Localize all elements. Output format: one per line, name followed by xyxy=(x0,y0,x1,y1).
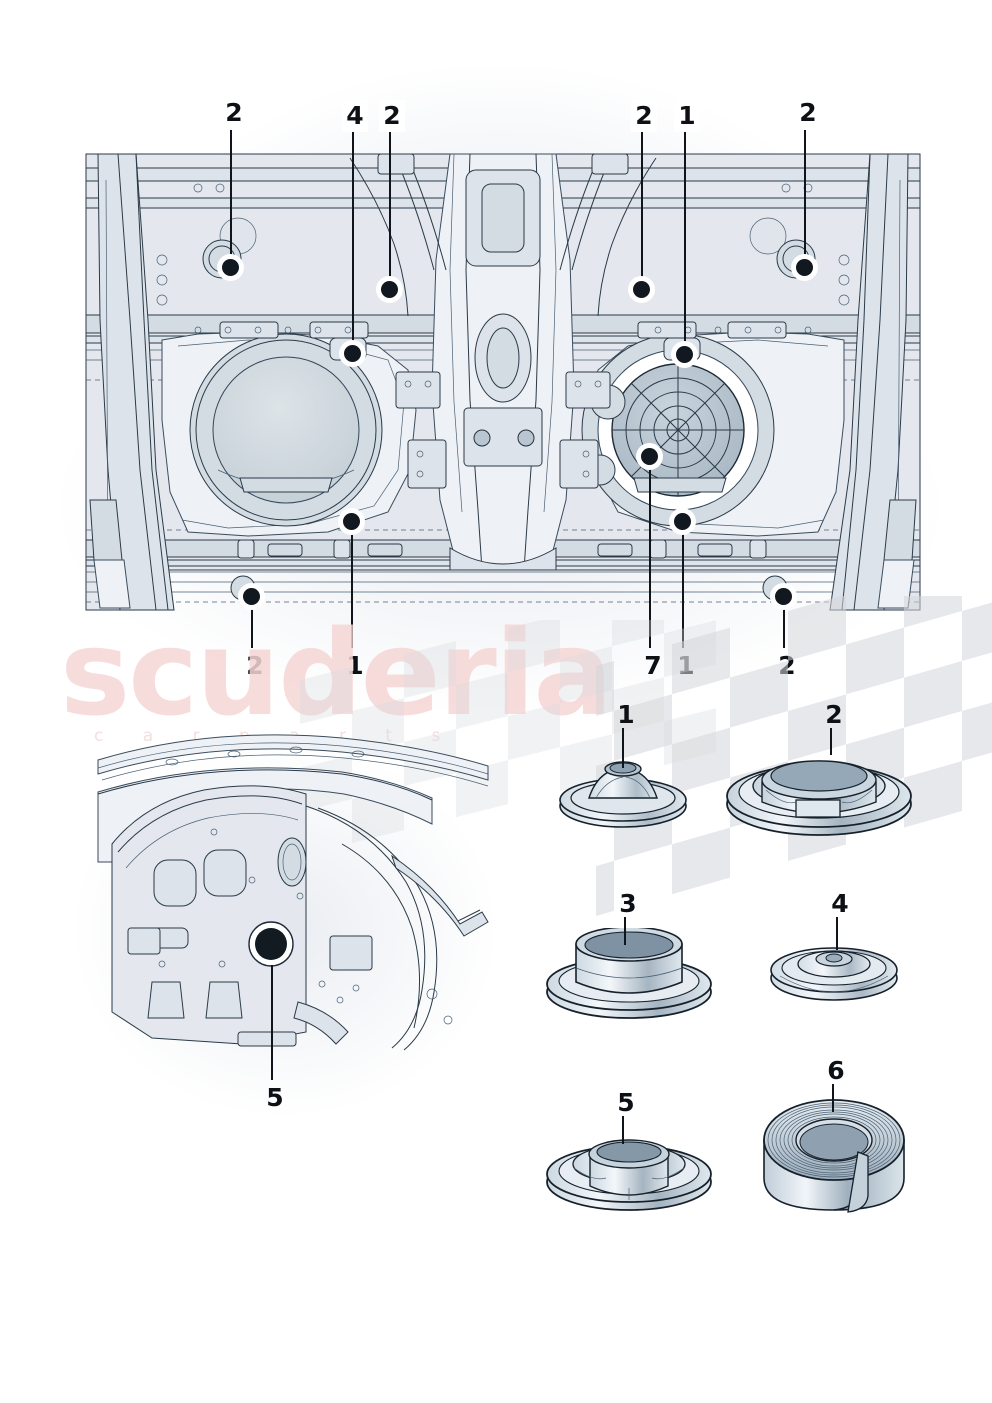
legend-leader-5 xyxy=(622,1116,624,1144)
underbody-floor-pan-illustration xyxy=(85,153,921,611)
callout-marker-bot-1 xyxy=(243,588,260,605)
callout-label-bot-1: 2 xyxy=(246,651,264,680)
callout-leader-top-3 xyxy=(389,130,391,288)
callout-leader-top-5 xyxy=(684,130,686,353)
callout-leader-bot-1 xyxy=(251,593,253,648)
callout-label-bot-5: 2 xyxy=(778,651,796,680)
callout-marker-top-5 xyxy=(676,346,693,363)
callout-leader-top-6 xyxy=(804,130,806,267)
wheel-arch-detail-illustration xyxy=(97,734,489,1051)
right-floor-grille xyxy=(581,333,775,527)
legend-label-3: 3 xyxy=(619,889,637,918)
legend-leader-2 xyxy=(830,728,832,755)
callout-marker-top-3 xyxy=(381,281,398,298)
legend-label-6: 6 xyxy=(827,1056,845,1085)
left-floor-recess xyxy=(189,333,383,527)
callout-marker-bot-4 xyxy=(674,513,691,530)
part-3-grommet-collar-tall xyxy=(546,928,712,1019)
detail-grommet-hole xyxy=(248,921,294,967)
callout-label-top-5: 1 xyxy=(674,100,700,132)
callout-leader-top-2 xyxy=(352,130,354,352)
callout-label-top-2: 4 xyxy=(342,100,368,132)
part-5-grommet-flanged-bush xyxy=(546,1139,712,1211)
callout-label-bot-2: 1 xyxy=(346,651,364,680)
part-2-sealing-plug-large-ring xyxy=(726,760,912,836)
detail-callout-leader xyxy=(271,965,273,1080)
legend-label-2: 2 xyxy=(825,700,843,729)
part-1-sealing-plug-domed xyxy=(559,761,687,828)
callout-label-top-4: 2 xyxy=(631,100,657,132)
legend-label-5: 5 xyxy=(617,1088,635,1117)
callout-label-bot-4: 1 xyxy=(677,651,695,680)
callout-marker-bot-2 xyxy=(343,513,360,530)
callout-leader-top-1 xyxy=(230,130,232,267)
callout-leader-bot-2 xyxy=(351,521,353,648)
detail-callout-label: 5 xyxy=(266,1083,284,1112)
callout-marker-top-6 xyxy=(796,259,813,276)
callout-label-bot-3: 7 xyxy=(644,651,662,680)
callout-label-top-1: 2 xyxy=(225,98,243,127)
part-4-sealing-cap-flat xyxy=(770,947,898,1001)
legend-leader-4 xyxy=(836,917,838,950)
callout-leader-bot-5 xyxy=(783,593,785,648)
callout-marker-bot-5 xyxy=(775,588,792,605)
callout-leader-bot-4 xyxy=(682,520,684,648)
callout-marker-top-1 xyxy=(222,259,239,276)
callout-marker-bot-3 xyxy=(641,448,658,465)
watermark-wordmark: scuderia xyxy=(60,604,613,742)
legend-leader-1 xyxy=(622,728,624,768)
callout-leader-bot-3 xyxy=(649,455,651,648)
legend-leader-3 xyxy=(624,917,626,945)
center-tunnel xyxy=(431,153,575,571)
callout-label-top-3: 2 xyxy=(379,100,405,132)
legend-label-4: 4 xyxy=(831,889,849,918)
part-6-sealing-tape-roll xyxy=(763,1099,905,1213)
legend-label-1: 1 xyxy=(617,700,635,729)
callout-leader-top-4 xyxy=(641,130,643,288)
callout-marker-top-4 xyxy=(633,281,650,298)
callout-marker-top-2 xyxy=(344,345,361,362)
callout-label-top-6: 2 xyxy=(799,98,817,127)
legend-leader-6 xyxy=(832,1084,834,1112)
